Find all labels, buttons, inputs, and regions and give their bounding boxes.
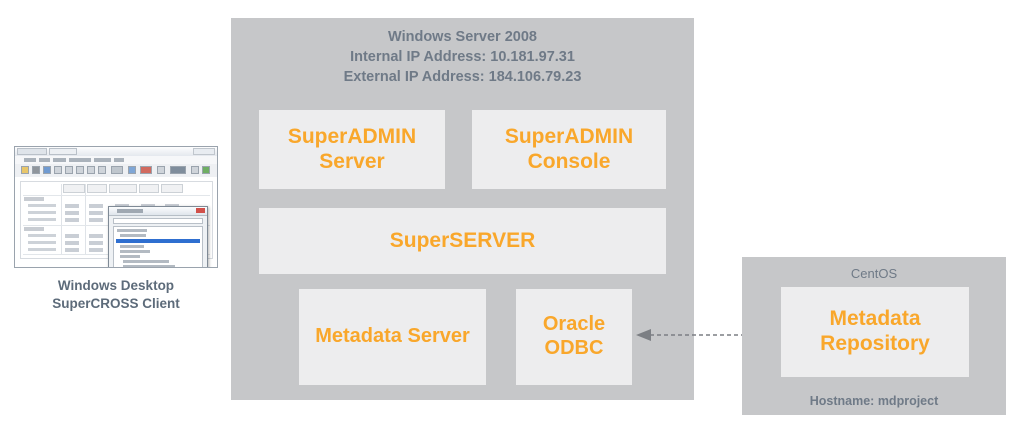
metadata-server-label: Metadata Server [315, 325, 470, 348]
mock-row-label [28, 234, 56, 237]
windows-server-title-line1: Windows Server 2008 [388, 29, 537, 45]
mock-row-label [28, 218, 56, 221]
close-icon [196, 208, 205, 213]
mock-toolbar-save-icon [32, 166, 40, 174]
mock-toolbar-filter-icon [157, 166, 165, 174]
mock-cell [65, 234, 79, 238]
mock-menu-window [94, 158, 111, 162]
mock-col-header [87, 184, 107, 193]
mock-toolbar [15, 164, 217, 178]
mock-row-label [28, 248, 56, 251]
mock-toolbar-print-icon [54, 166, 62, 174]
client-caption-line1: Windows Desktop [57, 278, 175, 293]
supercross-client-screenshot [14, 146, 218, 268]
mock-cell [89, 241, 103, 245]
mock-menu-help [114, 158, 124, 162]
mock-cell [65, 211, 79, 215]
metadata-repository-line2: Repository [820, 332, 930, 355]
client-caption-line2: SuperCROSS Client [52, 295, 180, 311]
mock-toolbar-sum-icon [111, 166, 123, 174]
centos-panel: CentOS Metadata Repository Hostname: mdp… [742, 257, 1006, 415]
mock-tree-item-selected [116, 239, 200, 243]
mock-toolbar-run-icon [202, 166, 210, 174]
mock-dialog-combobox [113, 218, 203, 224]
mock-tree-item [120, 255, 140, 258]
mock-col-header [109, 184, 137, 193]
superadmin-server-line2: Server [319, 149, 385, 173]
mock-dialog-title-bar [109, 207, 207, 216]
mock-cell [89, 218, 103, 222]
mock-tree-item [117, 229, 147, 232]
mock-tree-item [123, 265, 175, 267]
mock-toolbar-paste-icon [76, 166, 84, 174]
mock-cell [89, 204, 103, 208]
component-metadata-repository[interactable]: Metadata Repository [781, 287, 969, 377]
mock-col-header [161, 184, 183, 193]
mock-toolbar-undo-icon [87, 166, 95, 174]
mock-toolbar-open-icon [21, 166, 29, 174]
mock-cell [89, 211, 103, 215]
component-oracle-odbc[interactable]: Oracle ODBC [516, 289, 632, 385]
mock-toolbar-copy-icon [65, 166, 73, 174]
mock-grid-line [61, 184, 62, 254]
mock-tree-item [120, 245, 144, 248]
mock-worksheet [15, 177, 217, 267]
mock-window-tab-active [17, 148, 47, 155]
windows-server-internal-ip: Internal IP Address: 10.181.97.31 [350, 49, 575, 65]
mock-toolbar-help-icon [191, 166, 199, 174]
oracle-odbc-line2: ODBC [544, 337, 604, 359]
mock-row-label [28, 241, 56, 244]
mock-col-header [139, 184, 159, 193]
superadmin-console-line2: Console [527, 149, 611, 173]
mock-cell [65, 218, 79, 222]
mock-row-label [28, 211, 56, 214]
mock-window-controls [193, 148, 215, 155]
mock-row-group-label [24, 227, 44, 231]
centos-hostname: Hostname: mdproject [809, 394, 939, 408]
mock-cell [89, 248, 103, 252]
mock-col-header [63, 184, 85, 193]
superserver-label: SuperSERVER [389, 228, 536, 252]
component-superadmin-console[interactable]: SuperADMIN Console [472, 110, 666, 189]
mock-grid-line [85, 184, 86, 254]
mock-toolbar-stop-icon [140, 166, 152, 174]
metadata-repository-line1: Metadata [829, 307, 921, 331]
mock-grid-line [23, 195, 210, 196]
mock-toolbar-zoom-icon [170, 166, 186, 174]
mock-toolbar-redo-icon [98, 166, 106, 174]
superadmin-server-line1: SuperADMIN [287, 124, 417, 148]
mock-window-tab [49, 148, 77, 155]
mock-tree-item [123, 260, 169, 263]
mock-modal-dialog [108, 206, 208, 267]
windows-server-title: Windows Server 2008 Internal IP Address:… [231, 27, 694, 87]
mock-menu-edit [39, 158, 50, 162]
mock-cell [89, 234, 103, 238]
mock-cell [65, 248, 79, 252]
mock-toolbar-chart-icon [128, 166, 136, 174]
component-superserver[interactable]: SuperSERVER [259, 208, 666, 274]
oracle-odbc-line1: Oracle [542, 313, 606, 336]
mock-dialog-caption [117, 209, 143, 213]
mock-menu-calculations [69, 158, 91, 162]
windows-desktop-client: Windows Desktop SuperCROSS Client [14, 146, 218, 313]
client-caption: Windows Desktop SuperCROSS Client [14, 277, 218, 313]
mock-row-group-label [24, 197, 44, 201]
component-superadmin-server[interactable]: SuperADMIN Server [259, 110, 445, 189]
mock-dialog-tree-list [113, 226, 203, 267]
mock-menu-view [53, 158, 66, 162]
mock-toolbar-table-icon [43, 166, 51, 174]
windows-server-external-ip: External IP Address: 184.106.79.23 [343, 69, 582, 85]
arrowhead-left-icon [636, 329, 651, 341]
mock-tree-item [120, 250, 150, 253]
mock-cell [65, 241, 79, 245]
mock-row-label [28, 204, 56, 207]
mock-tree-item [120, 234, 146, 237]
mock-menu-file [24, 158, 36, 162]
superadmin-console-line1: SuperADMIN [504, 124, 634, 148]
component-metadata-server[interactable]: Metadata Server [299, 289, 486, 385]
mock-cell [65, 204, 79, 208]
centos-title: CentOS [850, 266, 898, 281]
windows-server-panel: Windows Server 2008 Internal IP Address:… [231, 18, 694, 400]
